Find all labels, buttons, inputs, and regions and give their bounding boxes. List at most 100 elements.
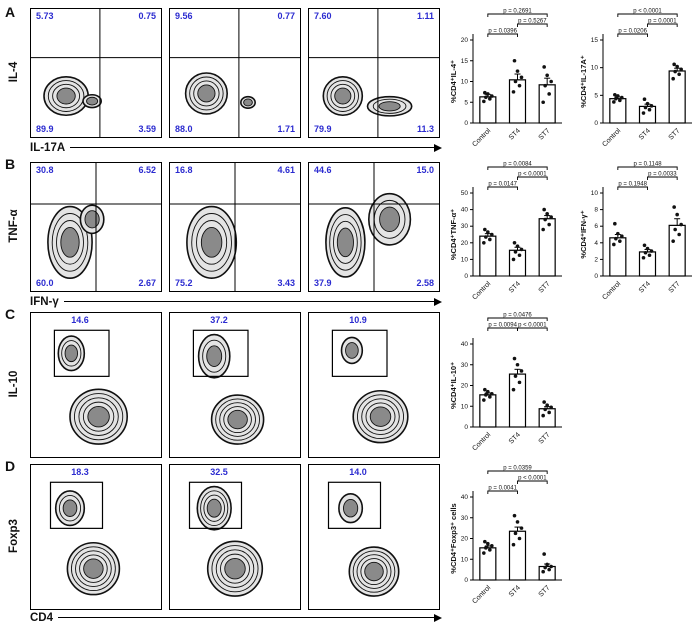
- flow-plot-a-st4: 9.56 0.77 88.0 1.71: [169, 8, 301, 138]
- quadrant-value-bottom-left: 37.9: [314, 278, 332, 288]
- svg-text:ST7: ST7: [538, 127, 552, 141]
- svg-text:20: 20: [461, 37, 469, 44]
- svg-text:ST4: ST4: [508, 280, 522, 294]
- y-axis-label-foxp3: Foxp3: [8, 519, 20, 553]
- svg-text:5: 5: [464, 99, 468, 106]
- svg-text:40: 40: [461, 494, 469, 501]
- svg-text:20: 20: [461, 536, 469, 543]
- flow-plot-d-control: 18.3: [30, 464, 162, 610]
- svg-text:0: 0: [594, 120, 598, 127]
- svg-text:15: 15: [591, 37, 599, 44]
- flow-plot-b-st4: 16.8 4.61 75.2 3.43: [169, 162, 301, 292]
- svg-text:30: 30: [461, 362, 469, 369]
- svg-text:0: 0: [464, 120, 468, 127]
- quadrant-value-bottom-right: 3.43: [277, 278, 295, 288]
- quadrant-value-top-left: 7.60: [314, 11, 332, 21]
- quadrant-value-top-left: 30.8: [36, 165, 54, 175]
- x-axis-line: [63, 301, 435, 302]
- svg-text:10: 10: [461, 403, 469, 410]
- quadrant-value-top-right: 0.75: [138, 11, 156, 21]
- flow-plot-c-control: 14.6: [30, 312, 162, 458]
- quadrant-value-top-right: 0.77: [277, 11, 295, 21]
- svg-text:p < 0.0001: p < 0.0001: [518, 323, 547, 329]
- svg-text:30: 30: [461, 223, 469, 230]
- svg-text:ST4: ST4: [508, 127, 522, 141]
- svg-text:%CD4⁺Foxp3⁺ cells: %CD4⁺Foxp3⁺ cells: [449, 503, 458, 573]
- quadrant-value-top-left: 44.6: [314, 165, 332, 175]
- x-axis-il17a: IL-17A: [30, 141, 442, 154]
- svg-text:8: 8: [594, 207, 598, 214]
- y-axis-label-il10: IL-10: [8, 370, 20, 398]
- x-axis-arrowhead-icon: [434, 143, 442, 152]
- svg-text:50: 50: [461, 190, 469, 197]
- svg-text:%CD4⁺IL-4⁺: %CD4⁺IL-4⁺: [449, 60, 458, 103]
- svg-text:40: 40: [461, 341, 469, 348]
- svg-text:ST7: ST7: [538, 431, 552, 445]
- svg-text:Control: Control: [601, 280, 622, 301]
- svg-text:p = 0.0147: p = 0.0147: [488, 182, 517, 188]
- svg-text:p < 0.0001: p < 0.0001: [518, 172, 547, 178]
- svg-text:p = 0.2691: p = 0.2691: [503, 9, 532, 15]
- svg-text:p = 0.5267: p = 0.5267: [518, 19, 547, 25]
- flow-plot-row-a: 5.73 0.75 89.9 3.59 9.56 0.77 88.0 1.71 …: [30, 8, 440, 138]
- quadrant-value-bottom-right: 2.58: [416, 278, 434, 288]
- svg-text:ST4: ST4: [638, 280, 652, 294]
- svg-text:20: 20: [461, 240, 469, 247]
- svg-text:ST4: ST4: [508, 431, 522, 445]
- svg-text:30: 30: [461, 515, 469, 522]
- quadrant-value-top-left: 5.73: [36, 11, 54, 21]
- quadrant-value-top-right: 1.11: [416, 11, 434, 21]
- svg-text:10: 10: [461, 256, 469, 263]
- svg-text:p < 0.0001: p < 0.0001: [633, 9, 662, 15]
- svg-text:Control: Control: [471, 431, 492, 452]
- svg-text:p = 0.0041: p = 0.0041: [488, 486, 517, 492]
- svg-text:20: 20: [461, 383, 469, 390]
- svg-text:ST7: ST7: [668, 280, 682, 294]
- svg-text:%CD4⁺IL-10⁺: %CD4⁺IL-10⁺: [449, 362, 458, 409]
- gate-value: 14.6: [71, 315, 89, 325]
- flow-plot-b-control: 30.8 6.52 60.0 2.67: [30, 162, 162, 292]
- panel-label-c: C: [5, 306, 16, 322]
- svg-text:p = 0.0396: p = 0.0396: [488, 29, 517, 35]
- gate-value: 32.5: [210, 467, 228, 477]
- quadrant-value-bottom-left: 89.9: [36, 124, 54, 134]
- svg-text:15: 15: [461, 58, 469, 65]
- svg-text:ST7: ST7: [538, 584, 552, 598]
- quadrant-value-bottom-left: 60.0: [36, 278, 54, 288]
- svg-text:ST7: ST7: [668, 127, 682, 141]
- svg-text:%CD4⁺TNF-α⁺: %CD4⁺TNF-α⁺: [449, 209, 458, 260]
- x-axis-ifng: IFN-γ: [30, 295, 442, 308]
- panel-label-d: D: [5, 458, 16, 474]
- svg-text:p = 0.1948: p = 0.1948: [618, 182, 647, 188]
- x-axis-label: IL-17A: [30, 141, 66, 154]
- svg-text:Control: Control: [471, 584, 492, 605]
- svg-text:p = 0.0476: p = 0.0476: [503, 313, 532, 319]
- panel-label-b: B: [5, 156, 16, 172]
- x-axis-label: CD4: [30, 611, 54, 624]
- svg-text:0: 0: [594, 273, 598, 280]
- gate-value: 18.3: [71, 467, 89, 477]
- svg-text:p = 0.0206: p = 0.0206: [618, 29, 647, 35]
- flow-plot-c-st7: 10.9: [308, 312, 440, 458]
- gate-value: 10.9: [349, 315, 367, 325]
- svg-text:4: 4: [594, 240, 598, 247]
- quadrant-value-bottom-left: 88.0: [175, 124, 193, 134]
- flow-plot-a-control: 5.73 0.75 89.9 3.59: [30, 8, 162, 138]
- x-axis-cd4: CD4: [30, 611, 442, 624]
- svg-text:%CD4⁺IFN-γ⁺: %CD4⁺IFN-γ⁺: [579, 210, 588, 258]
- svg-text:10: 10: [461, 79, 469, 86]
- flow-plot-row-c: 14.6 37.2 10.9: [30, 312, 440, 458]
- svg-text:10: 10: [461, 556, 469, 563]
- svg-text:Control: Control: [601, 127, 622, 148]
- x-axis-line: [70, 147, 435, 148]
- svg-text:Control: Control: [471, 280, 492, 301]
- x-axis-label: IFN-γ: [30, 295, 59, 308]
- svg-text:p = 0.0094: p = 0.0094: [488, 323, 517, 329]
- svg-text:ST4: ST4: [508, 584, 522, 598]
- flow-plot-row-d: 18.3 32.5 14.0: [30, 464, 440, 610]
